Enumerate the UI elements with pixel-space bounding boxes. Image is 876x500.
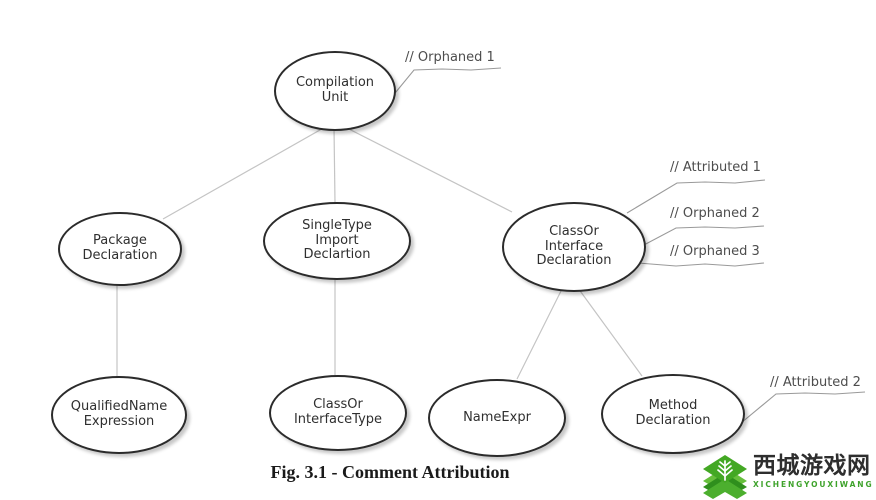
watermark-site-name: 西城游戏网: [753, 453, 871, 479]
node-label-line: Unit: [321, 90, 349, 105]
node-nameexpr: NameExpr: [428, 379, 566, 457]
callout-orphaned-1: [390, 67, 502, 99]
node-package-declaration: Package Declaration: [58, 212, 182, 286]
edge-compilationunit-singletypeimport: [333, 126, 336, 204]
node-label-line: Interface: [544, 238, 604, 254]
node-label-line: ClassOr: [549, 223, 599, 239]
watermark: 西城游戏网 XICHENGYOUXIWANG: [700, 454, 874, 499]
node-compilation-unit: Compilation Unit: [274, 51, 396, 131]
annotation-orphaned-2: // Orphaned 2: [670, 206, 760, 221]
annotation-attributed-2: // Attributed 2: [770, 375, 861, 390]
watermark-site-name-latin: XICHENGYOUXIWANG: [753, 480, 874, 490]
node-label-line: Import: [315, 232, 359, 248]
node-label-line: Compilation: [295, 75, 375, 91]
callout-orphaned-2: [641, 225, 765, 247]
node-label-line: Declaration: [536, 253, 612, 269]
watermark-wheat-logo-icon: [703, 455, 747, 499]
edge-classorinterfacedeclaration-methoddeclaration: [577, 287, 643, 377]
node-label-line: Method: [648, 398, 698, 414]
callout-attributed-1: [626, 179, 766, 214]
figure-caption: Fig. 3.1 - Comment Attribution: [270, 462, 510, 482]
node-label-line: NameExpr: [463, 409, 531, 425]
node-singletype-import-declartion: SingleType Import Declartion: [263, 202, 411, 280]
node-classor-interfacetype: ClassOr InterfaceType: [269, 375, 407, 451]
node-label-line: InterfaceType: [293, 412, 383, 427]
edge-compilationunit-classorinterfacedeclaration: [340, 124, 513, 213]
node-label-line: ClassOr: [313, 397, 363, 413]
node-label-line: Declaration: [635, 413, 711, 428]
node-label-line: Declartion: [303, 247, 371, 263]
annotation-attributed-1: // Attributed 1: [670, 160, 761, 175]
node-label-line: SingleType: [302, 217, 372, 233]
annotation-orphaned-1: // Orphaned 1: [405, 50, 495, 65]
callout-attributed-2: [740, 391, 866, 424]
annotation-orphaned-3: // Orphaned 3: [670, 244, 760, 259]
node-qualifiedname-expression: QualifiedName Expression: [51, 376, 187, 454]
node-label-line: Declaration: [82, 248, 158, 263]
node-classor-interface-declaration: ClassOr Interface Declaration: [502, 202, 646, 292]
edge-classorinterfacedeclaration-nameexpr: [516, 288, 563, 380]
node-label-line: QualifiedName: [70, 399, 168, 415]
callout-orphaned-3: [637, 262, 765, 267]
node-label-line: Package: [93, 233, 147, 249]
edge-compilationunit-packagedeclaration: [162, 125, 328, 220]
node-label-line: Expression: [83, 414, 155, 429]
node-method-declaration: Method Declaration: [601, 374, 745, 454]
